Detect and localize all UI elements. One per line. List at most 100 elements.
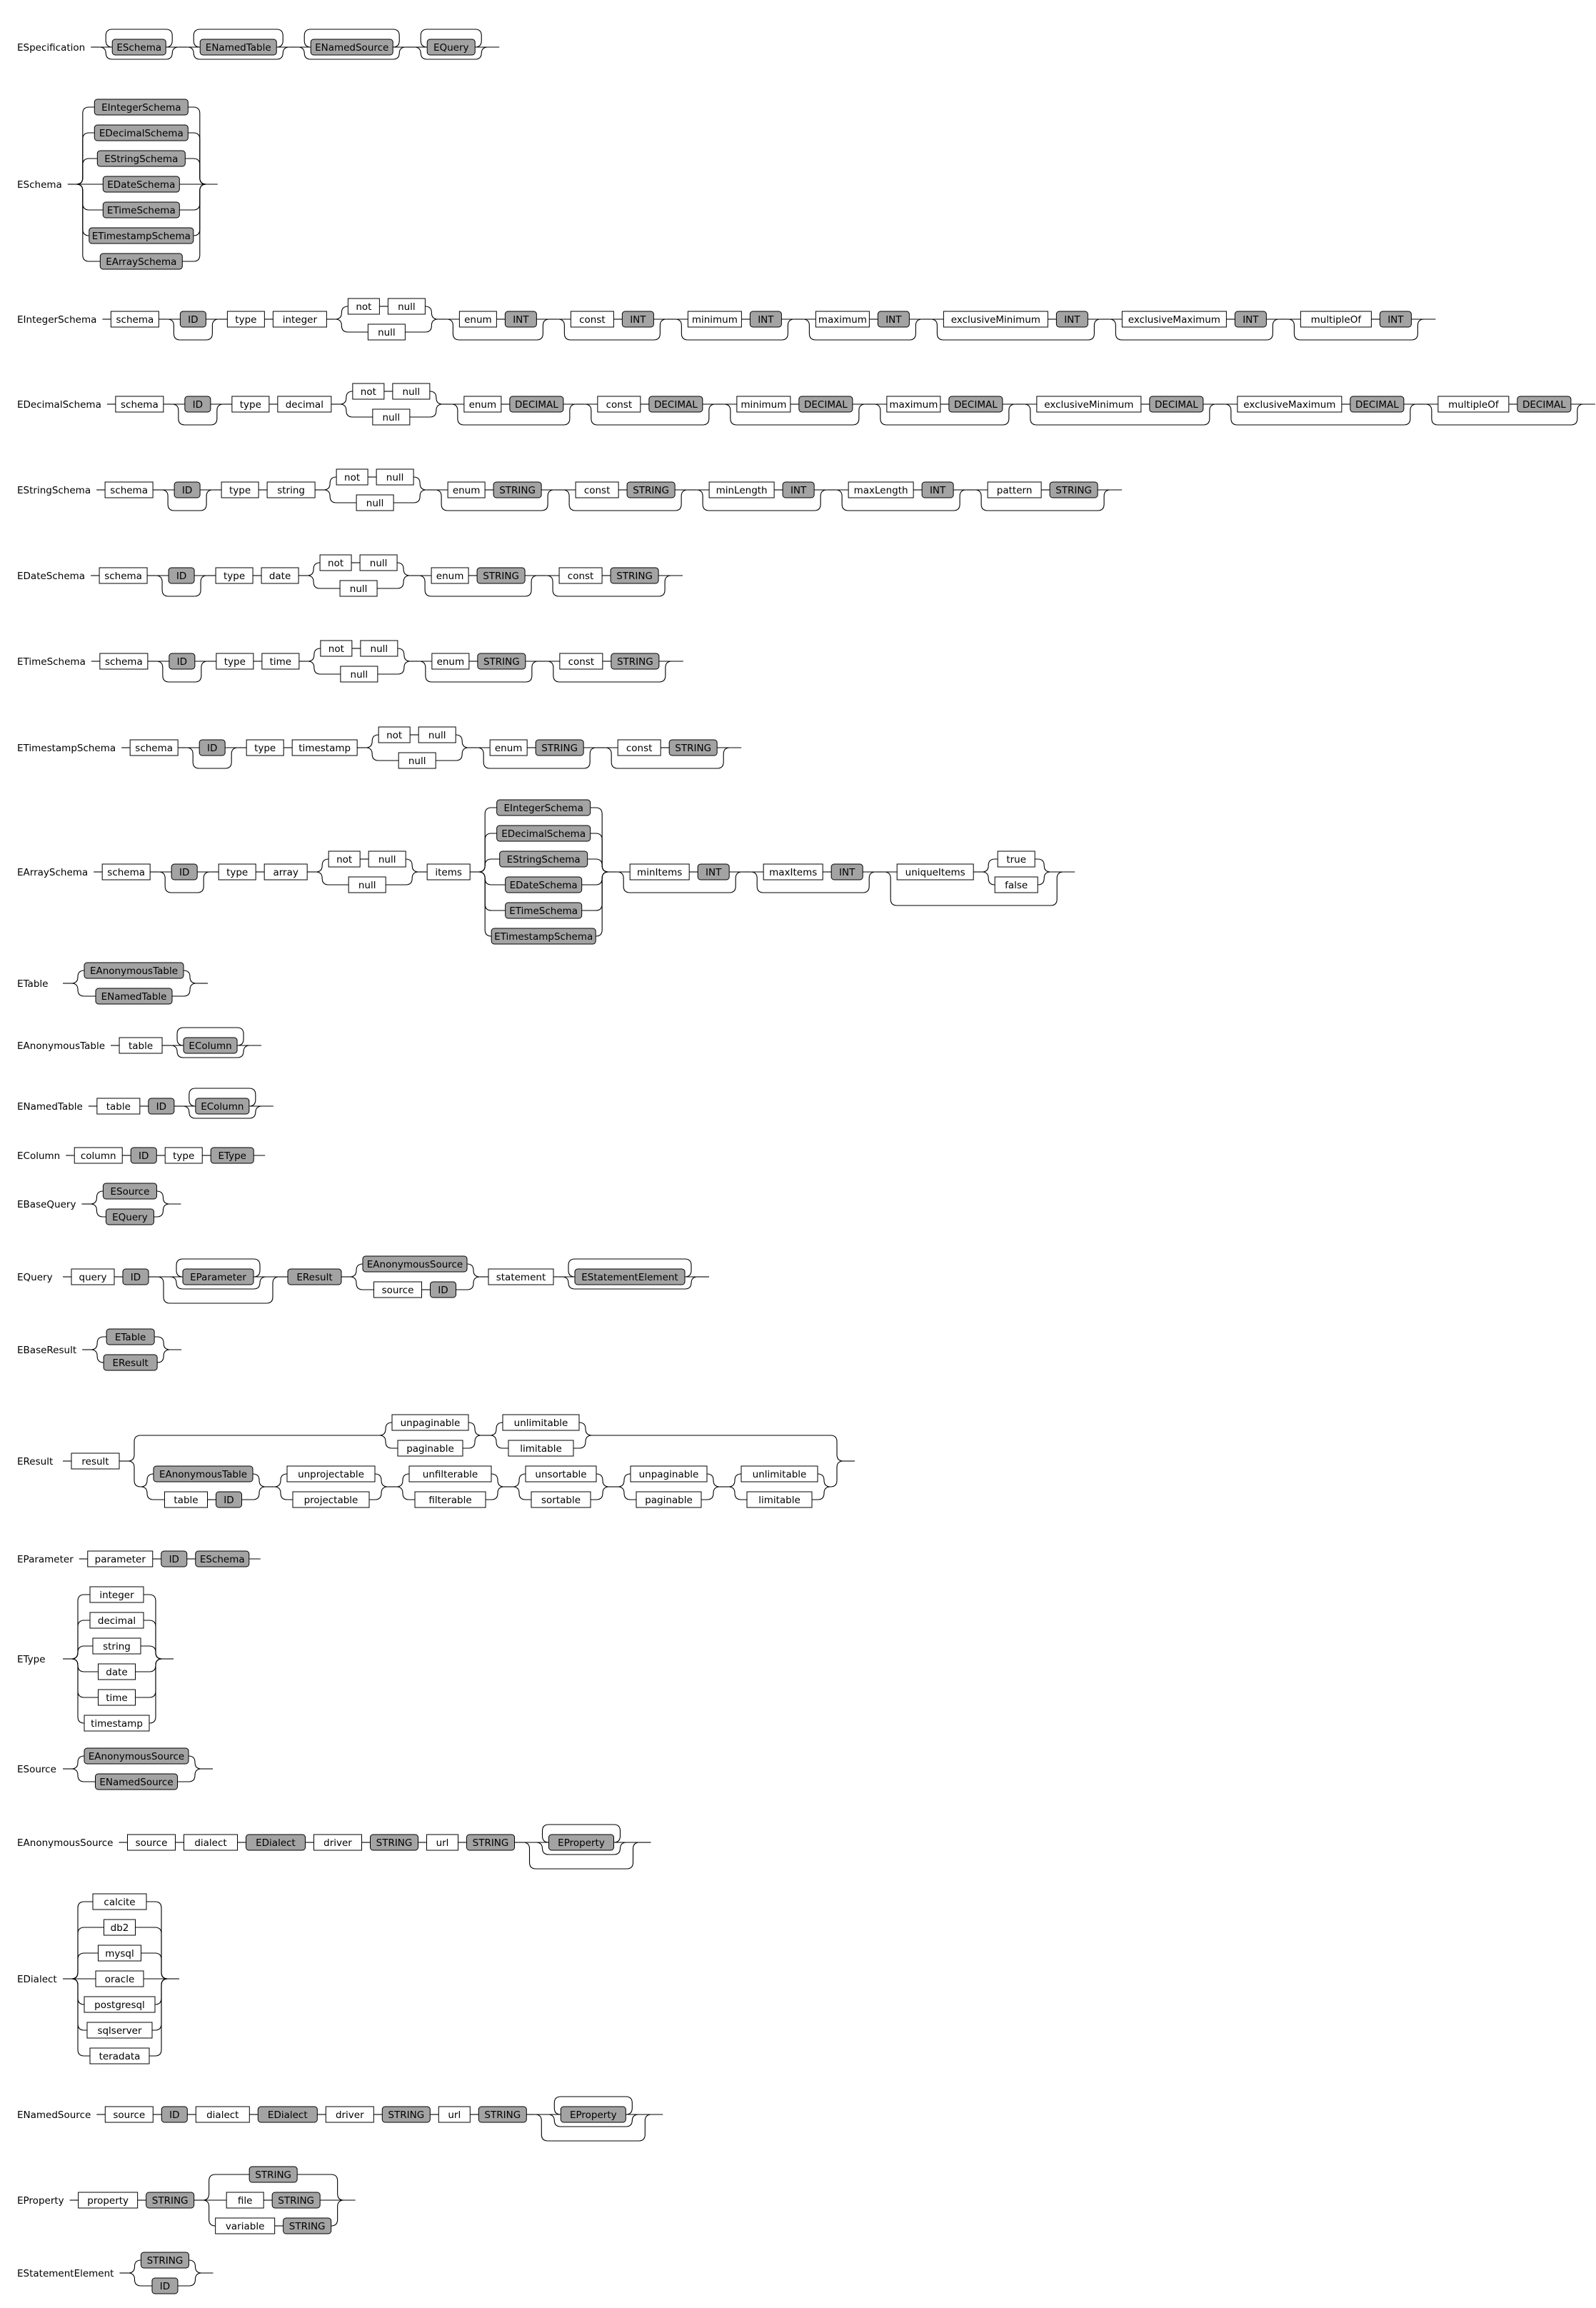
terminal-label: type bbox=[226, 867, 248, 878]
track-line bbox=[252, 1473, 266, 1487]
rule-name: EResult bbox=[17, 1456, 53, 1467]
nonterminal-int: INT bbox=[1234, 311, 1267, 328]
nonterminal-int: INT bbox=[782, 481, 815, 498]
track-line bbox=[176, 1258, 261, 1278]
track-line bbox=[405, 318, 438, 333]
track-line bbox=[1035, 858, 1051, 873]
nonterminal-box bbox=[548, 1834, 614, 1851]
terminal-label: variable bbox=[226, 2221, 264, 2232]
track-line bbox=[140, 1473, 154, 1487]
terminal-label: source bbox=[382, 1285, 414, 1296]
track-line bbox=[154, 1336, 171, 1350]
track-line bbox=[982, 858, 998, 873]
track-line bbox=[489, 1422, 503, 1436]
terminal-driver: driver bbox=[325, 2106, 374, 2123]
terminal-label: null bbox=[378, 854, 396, 866]
rule-name: ENamedSource bbox=[17, 2109, 91, 2121]
track-line bbox=[159, 871, 211, 893]
nonterminal-eschema: ESchema bbox=[111, 39, 166, 56]
rule-name: EType bbox=[17, 1654, 46, 1665]
nonterminal-int: INT bbox=[1379, 311, 1412, 328]
terminal-box bbox=[95, 1970, 144, 1987]
track-line bbox=[71, 1978, 90, 2057]
track-line bbox=[489, 1435, 508, 1449]
nonterminal-label: ETimestampSchema bbox=[494, 931, 593, 943]
terminal-minlength: minLength bbox=[708, 481, 775, 498]
terminal-box bbox=[525, 1465, 597, 1482]
nonterminal-label: EDialect bbox=[268, 2109, 308, 2121]
track-line bbox=[323, 476, 337, 491]
nonterminal-box bbox=[798, 396, 853, 413]
track-line bbox=[478, 871, 492, 937]
terminal-label: type bbox=[224, 571, 245, 582]
nonterminal-box bbox=[509, 396, 564, 413]
terminal-label: enum bbox=[453, 485, 481, 496]
nonterminal-box bbox=[249, 2166, 298, 2183]
nonterminal-label: ESchema bbox=[200, 1554, 245, 1565]
nonterminal-int: INT bbox=[697, 863, 730, 880]
nonterminal-box bbox=[182, 1268, 254, 1285]
track-line bbox=[581, 871, 609, 911]
terminal-label: null bbox=[350, 583, 368, 595]
track-line bbox=[590, 807, 609, 873]
terminal-const: const bbox=[559, 653, 603, 670]
nonterminal-label: DECIMAL bbox=[1355, 399, 1399, 411]
terminal-label: schema bbox=[135, 743, 173, 754]
nonterminal-estatementelement: EStatementElement bbox=[574, 1268, 686, 1285]
terminal-label: const bbox=[568, 656, 595, 668]
track-line bbox=[884, 871, 1064, 906]
terminal-label: const bbox=[568, 571, 594, 582]
optional-group: ID bbox=[156, 567, 208, 597]
track-line bbox=[812, 1486, 831, 1500]
terminal-unpaginable: unpaginable bbox=[630, 1465, 708, 1482]
terminal-not: not bbox=[320, 640, 353, 657]
nonterminal-int: INT bbox=[621, 311, 654, 328]
nonterminal-label: EAnonymousTable bbox=[90, 965, 178, 977]
track-line bbox=[335, 318, 368, 333]
nonterminal-esource: ESource bbox=[102, 1183, 157, 1200]
track-line bbox=[573, 1435, 593, 1449]
track-line bbox=[185, 158, 206, 185]
track-line bbox=[71, 1620, 90, 1660]
terminal-null: null bbox=[387, 298, 426, 315]
nonterminal-box bbox=[195, 1098, 250, 1115]
nonterminal-label: EStringSchema bbox=[507, 854, 581, 866]
terminal-label: null bbox=[366, 498, 384, 509]
track-line bbox=[71, 970, 85, 984]
terminal-label: minimum bbox=[741, 399, 786, 411]
nonterminal-id: ID bbox=[168, 567, 195, 584]
track-line bbox=[728, 1473, 742, 1487]
repeat-group: EParameter bbox=[169, 1258, 267, 1290]
terminal-box bbox=[89, 1612, 144, 1629]
nonterminal-box bbox=[94, 99, 189, 116]
terminal-box bbox=[348, 876, 386, 893]
track-line bbox=[435, 489, 555, 511]
nonterminal-label: STRING bbox=[376, 1837, 413, 1849]
track-line bbox=[512, 1473, 526, 1487]
nonterminal-label: EIntegerSchema bbox=[503, 803, 583, 814]
terminal-decimal: decimal bbox=[277, 396, 332, 413]
choice-group: EIntegerSchemaEDecimalSchemaEStringSchem… bbox=[478, 799, 609, 945]
terminal-type: type bbox=[218, 863, 256, 880]
rule-name: EProperty bbox=[17, 2195, 64, 2207]
repeat-group: EColumn bbox=[171, 1027, 251, 1058]
terminal-label: null bbox=[358, 880, 376, 891]
rule-etype: ETypeintegerdecimalstringdatetimetimesta… bbox=[17, 1586, 174, 1732]
terminal-label: driver bbox=[336, 2109, 364, 2121]
terminal-box bbox=[418, 726, 456, 743]
